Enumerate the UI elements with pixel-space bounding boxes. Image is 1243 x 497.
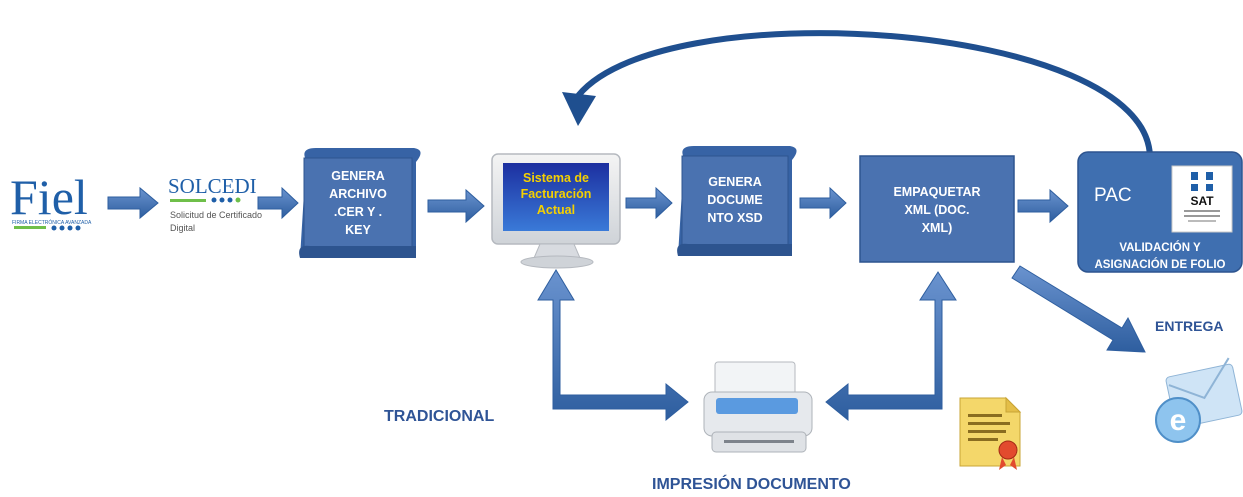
email-browser-icon: e [1155,357,1243,443]
node-genera-documento: GENERA DOCUME NTO XSD [677,146,797,256]
arrow-fiel-solcedi [107,186,159,220]
label-entrega: ENTREGA [1155,318,1224,334]
arrow-genera-sistema [427,188,485,224]
fiel-tagline: FIRMA ELECTRÓNICA AVANZADA [12,219,92,226]
arrow-empaquetar-pac [1017,188,1069,224]
pac-line2: ASIGNACIÓN DE FOLIO [1095,258,1226,271]
arrow-documento-empaquetar [799,186,847,220]
fiel-logo: Fiel FIRMA ELECTRÓNICA AVANZADA [10,169,92,231]
solcedi-logo-text: SOLCEDI [168,174,257,198]
flow-arrows [107,186,1069,224]
printer-icon [703,361,813,453]
genera-archivo-line2: ARCHIVO [329,187,387,201]
svg-text:e: e [1170,404,1187,437]
pac-line1: VALIDACIÓN Y [1119,241,1201,254]
sistema-line2: Facturación [521,187,592,201]
solcedi-tagline-2: Digital [170,223,195,233]
fiel-logo-text: Fiel [10,169,88,225]
empaquetar-line1: EMPAQUETAR [893,185,980,199]
solcedi-tagline-1: Solicitud de Certificado [170,210,262,220]
label-impresion-documento: IMPRESIÓN DOCUMENTO [652,476,851,493]
sat-label: SAT [1190,194,1214,208]
label-tradicional: TRADICIONAL [384,408,495,425]
arrow-sistema-printer [537,269,689,422]
genera-documento-line2: DOCUME [707,193,763,207]
genera-archivo-line1: GENERA [331,169,384,183]
empaquetar-line2: XML (DOC. [904,203,969,217]
arrow-solcedi-genera [257,186,299,220]
empaquetar-line3: XML) [922,221,953,235]
genera-documento-line3: NTO XSD [707,211,762,225]
node-empaquetar: EMPAQUETAR XML (DOC. XML) [859,155,1015,263]
sistema-line1: Sistema de [523,171,589,185]
certificate-icon [959,396,1022,470]
node-pac: PAC SAT VALIDACIÓN Y ASIGNACIÓN DE FOLIO [1077,151,1243,273]
node-genera-archivo: GENERA ARCHIVO .CER Y . KEY [299,148,421,258]
arrow-entrega [1011,265,1146,353]
genera-documento-line1: GENERA [708,175,761,189]
return-arc [562,30,1153,159]
arrow-sistema-documento [625,186,673,220]
node-sistema-facturacion: Sistema de Facturación Actual [491,153,621,269]
genera-archivo-line4: KEY [345,223,371,237]
solcedi-logo: SOLCEDI Solicitud de Certificado Digital [168,174,262,233]
arrow-empaquetar-printer [825,271,957,422]
sat-logo-icon: SAT [1184,172,1220,222]
pac-label: PAC [1094,185,1132,206]
genera-archivo-line3: .CER Y . [334,205,382,219]
sistema-line3: Actual [537,203,575,217]
